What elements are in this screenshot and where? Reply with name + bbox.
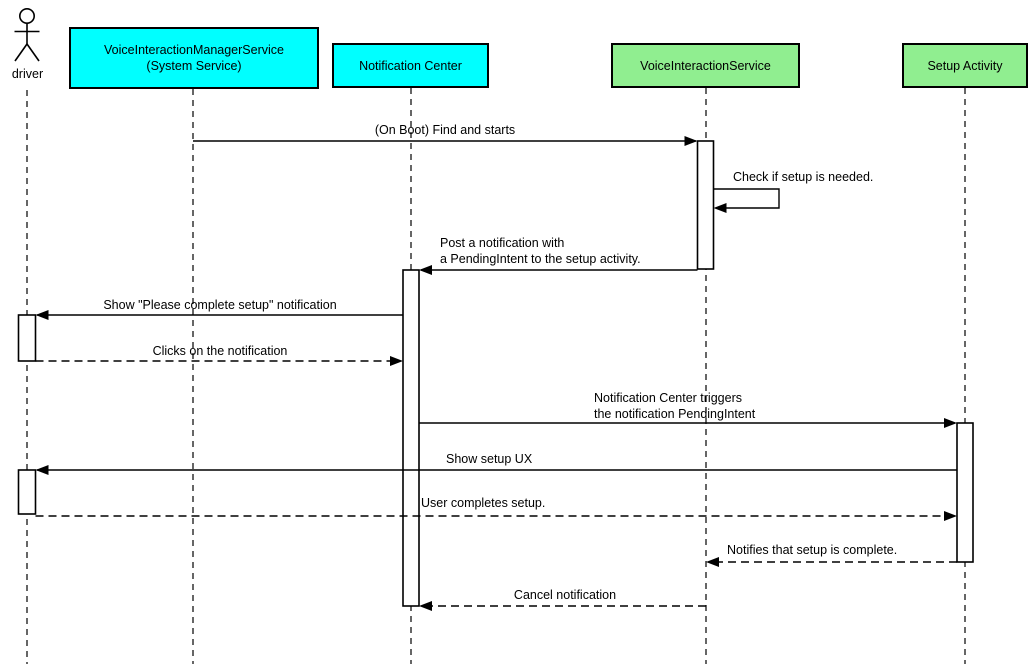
participant-voice-interaction-manager-service: VoiceInteractionManagerService (System S… bbox=[69, 27, 319, 89]
arrow-check-if-setup-is-needed bbox=[713, 188, 780, 209]
activation-driver-1 bbox=[17, 314, 37, 362]
arrowhead-user-completes bbox=[944, 511, 957, 521]
arrowhead-post-notification bbox=[419, 265, 432, 275]
actor-driver-icon bbox=[14, 8, 40, 62]
message-label-cancel-notification: Cancel notification bbox=[513, 588, 617, 602]
activation-driver-2 bbox=[17, 469, 37, 515]
arrowhead-on-boot bbox=[684, 136, 698, 146]
message-label-check-if-setup-is-needed: Check if setup is needed. bbox=[733, 170, 874, 184]
message-label-nc-triggers-pendingintent: Notification Center triggers the notific… bbox=[594, 391, 756, 421]
arrowhead-notifies-complete bbox=[706, 557, 719, 567]
arrowhead-nc-triggers bbox=[944, 418, 957, 428]
arrowhead-show-complete-setup bbox=[35, 310, 49, 320]
message-label-notifies-setup-complete: Notifies that setup is complete. bbox=[727, 543, 898, 557]
participant-setup-activity: Setup Activity bbox=[902, 43, 1028, 88]
message-label-user-completes-setup: User completes setup. bbox=[421, 496, 546, 510]
message-label-on-boot-find-and-starts: (On Boot) Find and starts bbox=[374, 123, 516, 137]
participant-notification-center: Notification Center bbox=[332, 43, 489, 88]
message-label-clicks-on-the-notification: Clicks on the notification bbox=[152, 344, 288, 358]
activation-voice-interaction-service bbox=[696, 140, 715, 270]
arrowhead-clicks-notification bbox=[390, 356, 403, 366]
arrowhead-cancel-notification bbox=[419, 601, 432, 611]
actor-driver-label: driver bbox=[11, 67, 44, 81]
arrowhead-show-setup-ux bbox=[35, 465, 49, 475]
message-label-show-please-complete-setup: Show "Please complete setup" notificatio… bbox=[103, 298, 337, 312]
activation-notification-center bbox=[402, 269, 420, 607]
message-label-post-a-notification: Post a notification with a PendingIntent… bbox=[440, 236, 641, 266]
activation-setup-activity bbox=[956, 422, 974, 563]
participant-voice-interaction-service: VoiceInteractionService bbox=[611, 43, 800, 88]
participant-label: VoiceInteractionManagerService (System S… bbox=[104, 43, 284, 73]
participant-label: Setup Activity bbox=[927, 58, 1003, 73]
participant-label: VoiceInteractionService bbox=[640, 58, 771, 73]
message-label-show-setup-ux: Show setup UX bbox=[446, 452, 533, 466]
participant-label: Notification Center bbox=[359, 58, 462, 73]
arrowhead-check-setup bbox=[713, 203, 727, 213]
